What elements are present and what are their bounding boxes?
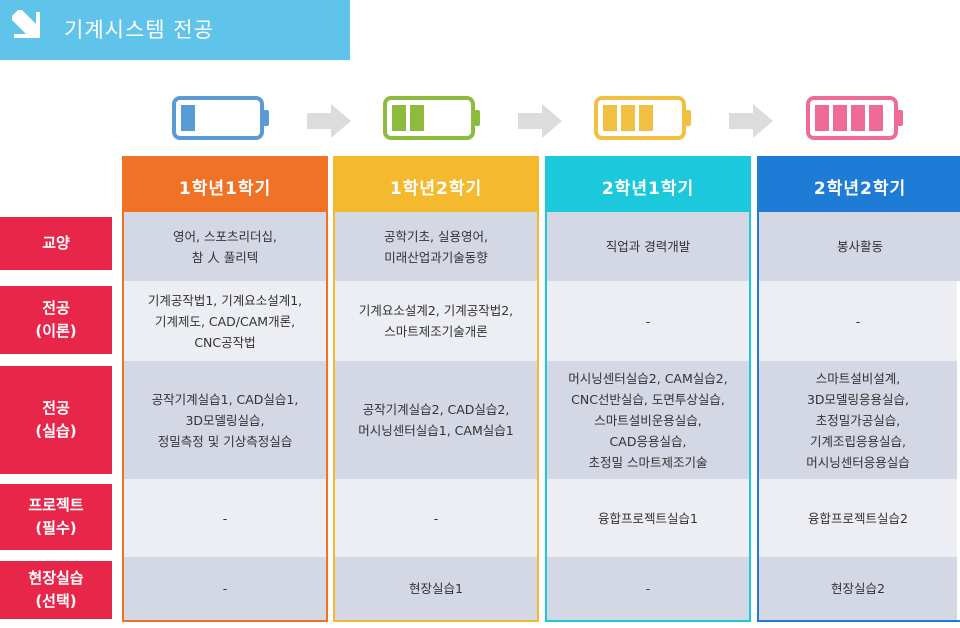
course-cell: 현장실습2 xyxy=(759,557,957,620)
battery-icon-2 xyxy=(383,96,480,140)
course-cell: 융합프로젝트실습2 xyxy=(759,479,957,557)
page-title: 기계시스템 전공 xyxy=(64,18,214,42)
course-cell: 스마트설비설계, 3D모델링응용실습, 초정밀가공실습, 기계조립응용실습, 머… xyxy=(759,361,957,479)
semester-column-2: 1학년2학기 xyxy=(333,156,539,622)
row-label-liberal-arts: 교양 xyxy=(0,217,112,270)
semester-column-1: 1학년1학기 xyxy=(122,156,328,622)
row-label-major-practice: 전공(실습) xyxy=(0,366,112,474)
battery-icon-4 xyxy=(806,96,903,140)
course-cell: 머시닝센터실습2, CAM실습2, CNC선반실습, 도면투상실습, 스마트설비… xyxy=(547,361,749,479)
semester-column-3: 2학년1학기 xyxy=(545,156,751,622)
course-cell: 영어, 스포츠리더십, 참 人 풀리텍 xyxy=(124,212,326,281)
course-cell: 기계공작법1, 기계요소설계1, 기계제도, CAD/CAM개론, CNC공작법 xyxy=(124,281,326,361)
course-cell: 직업과 경력개발 xyxy=(547,212,749,281)
semester-header: 1학년2학기 xyxy=(335,158,537,214)
course-cell: 융합프로젝트실습1 xyxy=(547,479,749,557)
course-cell: - xyxy=(335,479,537,557)
course-cell: 공작기계실습1, CAD실습1, 3D모델링실습, 정밀측정 및 기상측정실습 xyxy=(124,361,326,479)
course-cell: 현장실습1 xyxy=(335,557,537,620)
arrow-right-icon-2 xyxy=(518,104,562,138)
course-cell: - xyxy=(547,557,749,620)
course-cell: 기계요소설계2, 기계공작법2, 스마트제조기술개론 xyxy=(335,281,537,361)
course-cell: 봉사활동 xyxy=(759,212,960,281)
battery-icon-1 xyxy=(172,96,269,140)
title-bar: 기계시스템 전공 xyxy=(0,0,350,60)
course-cell: 공학기초, 실용영어, 미래산업과기술동향 xyxy=(335,212,537,281)
semester-header: 1학년1학기 xyxy=(124,158,326,214)
row-label-project: 프로젝트(필수) xyxy=(0,484,112,550)
arrow-down-right-icon xyxy=(12,10,40,38)
arrow-right-icon-3 xyxy=(729,104,773,138)
row-label-field-practice: 현장실습(선택) xyxy=(0,561,112,619)
semester-header: 2학년2학기 xyxy=(759,158,960,214)
semester-column-4: 2학년2학기 xyxy=(757,156,960,622)
course-cell: - xyxy=(124,557,326,620)
course-cell: - xyxy=(759,281,957,361)
battery-icon-3 xyxy=(594,96,691,140)
course-cell: - xyxy=(124,479,326,557)
row-label-major-theory: 전공(이론) xyxy=(0,286,112,354)
arrow-right-icon-1 xyxy=(307,104,351,138)
semester-header: 2학년1학기 xyxy=(547,158,749,214)
course-cell: - xyxy=(547,281,749,361)
course-cell: 공작기계실습2, CAD실습2, 머시닝센터실습1, CAM실습1 xyxy=(335,361,537,479)
